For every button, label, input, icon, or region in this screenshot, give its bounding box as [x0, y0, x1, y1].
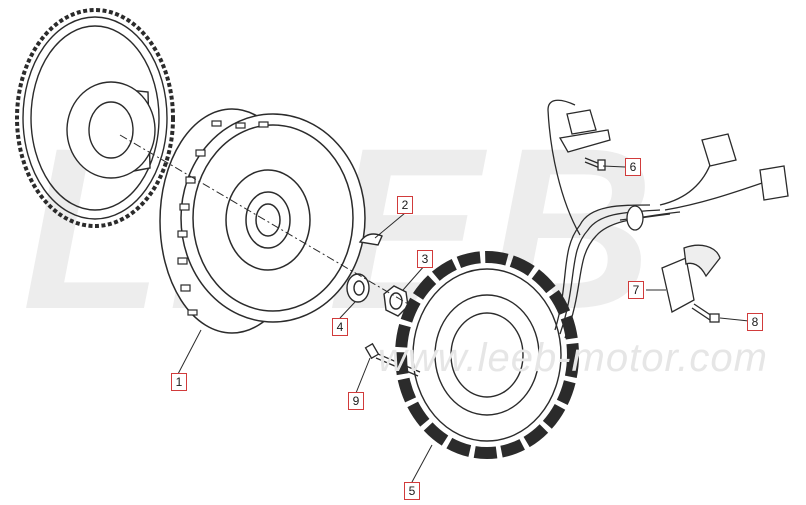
- leader-lines: [177, 165, 750, 483]
- stator-bolt: [364, 342, 421, 377]
- hub-bushing: [66, 81, 156, 179]
- callout-5: 5: [404, 482, 420, 500]
- wire-clamp: [661, 244, 721, 313]
- callout-8: 8: [747, 313, 763, 331]
- callout-9: 9: [348, 392, 364, 410]
- callout-4: 4: [332, 318, 348, 336]
- callout-7: 7: [628, 281, 644, 299]
- callout-3: 3: [417, 250, 433, 268]
- wire-grommet: [626, 205, 644, 231]
- ring-gear: [15, 8, 175, 228]
- sensor-screw: [584, 157, 606, 171]
- washer: [346, 273, 370, 303]
- url-watermark: www.leeb-motor.com: [378, 336, 768, 380]
- wire-connector: [701, 133, 789, 201]
- callout-6: 6: [625, 158, 641, 176]
- clamp-bolt: [691, 303, 720, 323]
- callout-2: 2: [397, 196, 413, 214]
- stator: [395, 251, 579, 459]
- flywheel-nut: [383, 285, 409, 317]
- pulse-sensor: [558, 109, 611, 153]
- callout-1: 1: [171, 373, 187, 391]
- flywheel-rotor: [159, 108, 366, 334]
